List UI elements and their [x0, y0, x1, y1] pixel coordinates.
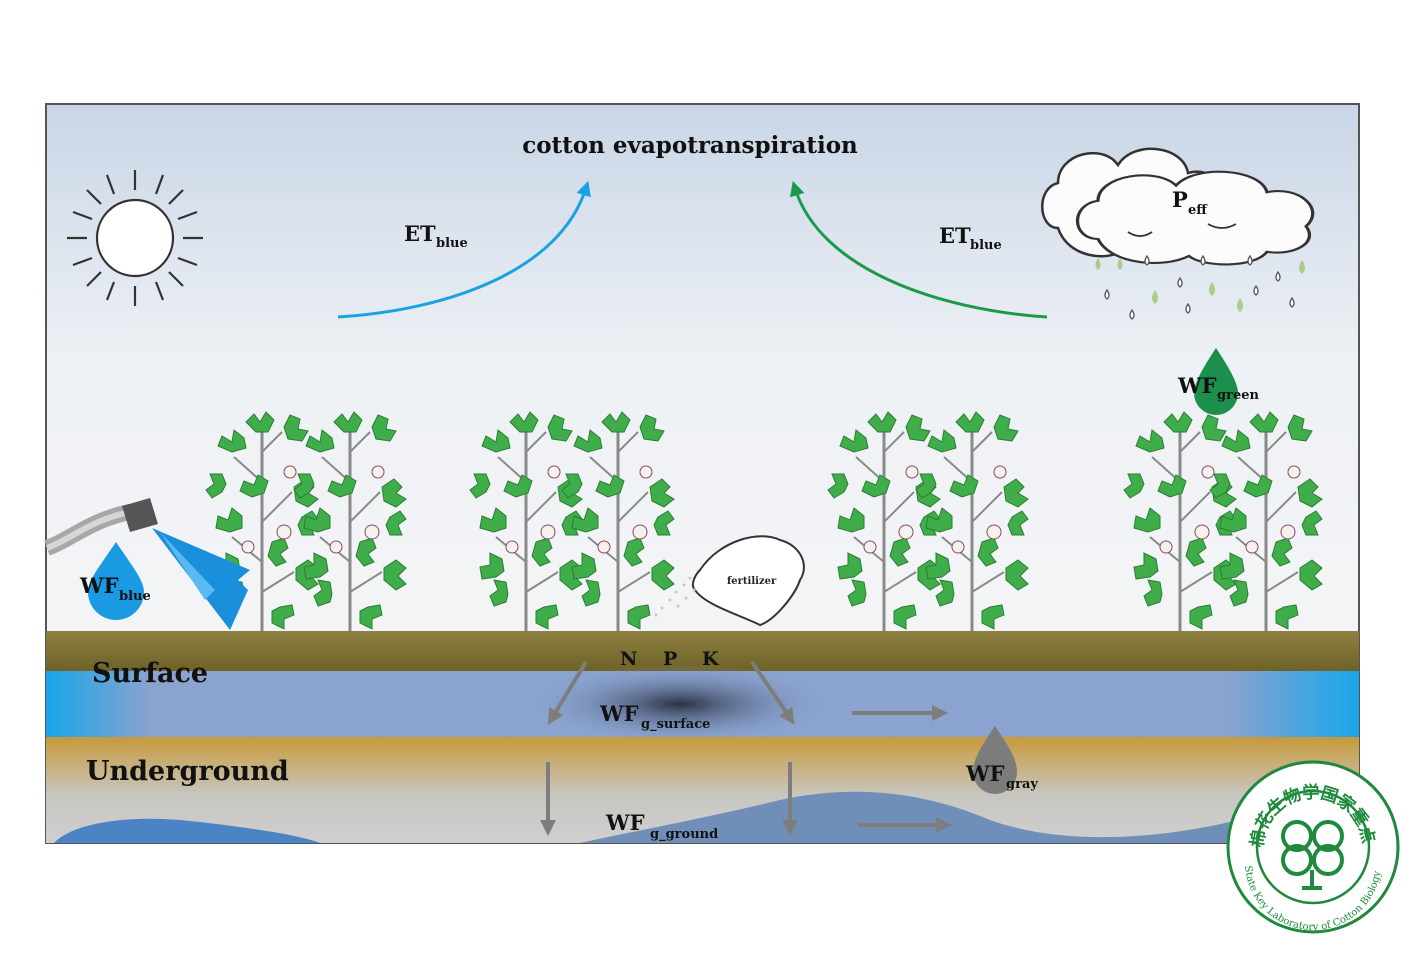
diagram-title: cotton evapotranspiration: [522, 132, 858, 159]
svg-text:green: green: [1217, 388, 1259, 403]
wf-g-surface-label: WF g_surface: [599, 701, 710, 732]
green-water-drop-icon: [1194, 348, 1238, 415]
svg-text:WF: WF: [599, 701, 639, 726]
surface-soil-layer: [46, 631, 1359, 671]
svg-text:ET: ET: [939, 223, 971, 248]
svg-text:WF: WF: [79, 573, 119, 598]
irrigation-hose-icon: [44, 498, 250, 630]
svg-text:P: P: [663, 648, 677, 670]
svg-text:WF: WF: [1177, 373, 1217, 398]
et-blue-left-label: ET blue: [404, 221, 468, 251]
blue-water-drop-icon: [88, 542, 144, 620]
npk-labels: N P K: [620, 648, 720, 670]
svg-text:ET: ET: [404, 221, 436, 246]
rain-cloud-icon: [1040, 147, 1315, 320]
gray-water-drop-icon: [973, 726, 1017, 794]
svg-text:eff: eff: [1188, 203, 1208, 218]
wf-g-ground-label: WF g_ground: [605, 810, 718, 842]
groundwater-left: [54, 818, 320, 843]
fertilizer-bag-icon: fertilizer: [654, 535, 805, 627]
groundwater-main: [580, 791, 1230, 843]
svg-text:g_surface: g_surface: [641, 717, 710, 732]
pollution-plume: [530, 664, 830, 744]
svg-text:gray: gray: [1006, 777, 1038, 792]
svg-text:N: N: [620, 648, 637, 670]
et-blue-right-label: ET blue: [939, 223, 1002, 253]
et-blue-arrow: [337, 180, 591, 319]
wf-gray-label: WF gray: [965, 761, 1038, 792]
svg-text:WF: WF: [605, 810, 645, 835]
svg-text:g_ground: g_ground: [650, 827, 718, 842]
svg-text:blue: blue: [970, 238, 1002, 253]
svg-text:K: K: [702, 648, 720, 670]
svg-text:P: P: [1172, 187, 1188, 212]
svg-text:blue: blue: [119, 589, 151, 604]
underground-label: Underground: [86, 756, 289, 787]
sun-icon: [67, 170, 203, 306]
fertilizer-label: fertilizer: [727, 576, 777, 587]
svg-text:blue: blue: [436, 236, 468, 251]
p-eff-label: P eff: [1172, 187, 1208, 218]
surface-label: Surface: [92, 658, 208, 689]
cotton-boll-logo-icon: [1281, 820, 1344, 890]
wf-green-label: WF green: [1177, 373, 1259, 403]
svg-text:WF: WF: [965, 761, 1005, 786]
et-green-arrow: [790, 180, 1048, 319]
wf-blue-label: WF blue: [79, 573, 151, 604]
flow-arrows: [540, 660, 952, 836]
